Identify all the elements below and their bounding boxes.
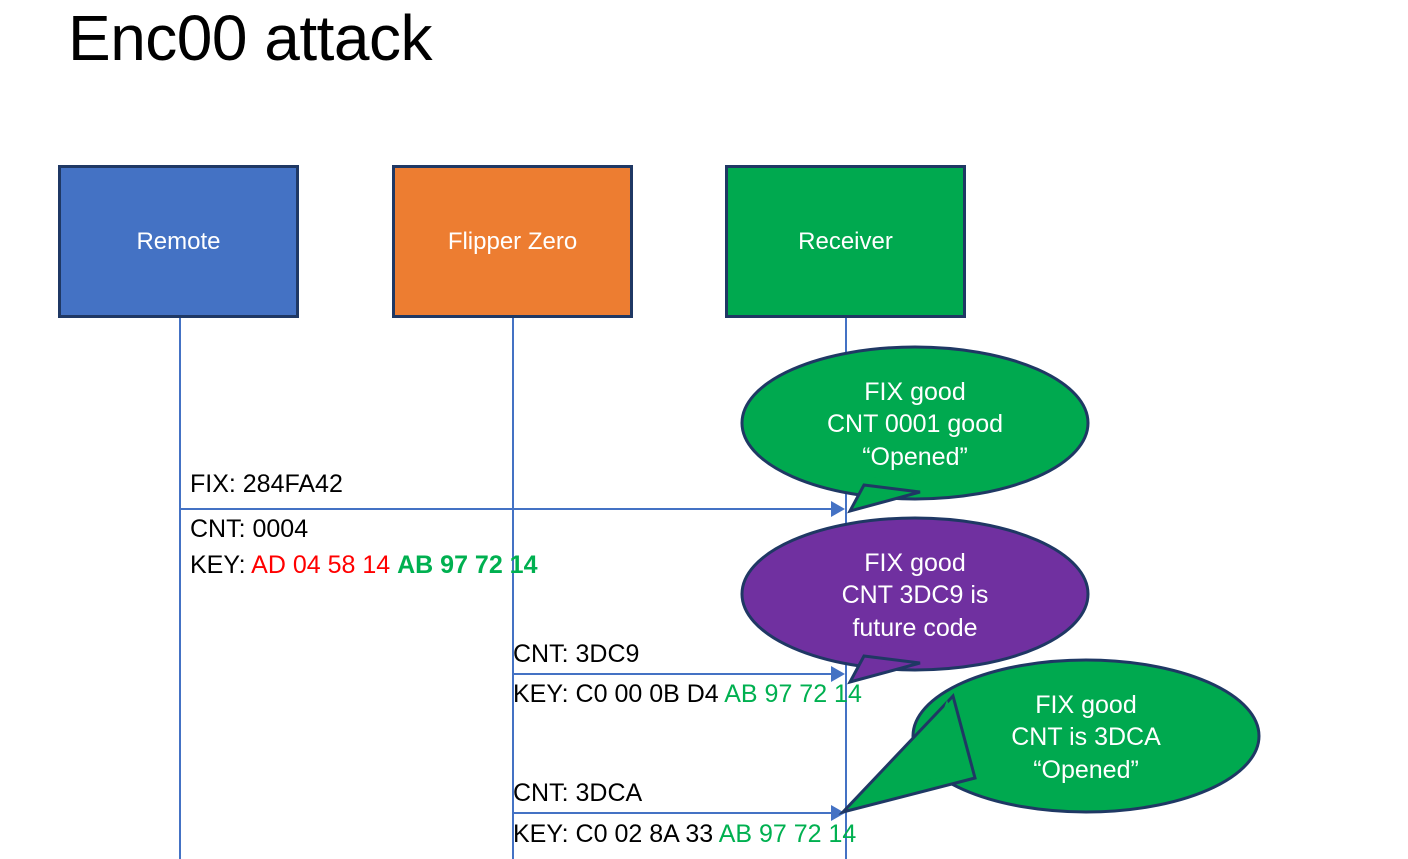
page-title: Enc00 attack	[68, 2, 433, 74]
message-1-cnt-label: CNT: 0004	[190, 515, 309, 543]
callout-1-shape-icon	[740, 345, 1090, 514]
message-3-key-prefix: KEY: C0 02 8A 33	[513, 820, 719, 848]
actor-box-receiver[interactable]: Receiver	[725, 165, 966, 318]
actor-label-remote: Remote	[136, 227, 221, 255]
callout-bubble-3[interactable]: FIX good CNT is 3DCA “Opened”	[838, 658, 1261, 825]
lifeline-remote	[179, 318, 181, 859]
message-arrow-3-line	[513, 812, 832, 814]
message-2-cnt-label: CNT: 3DC9	[513, 640, 640, 668]
callout-2-shape-icon	[740, 516, 1090, 685]
message-3-cnt-label: CNT: 3DCA	[513, 779, 643, 807]
message-1-fix-label: FIX: 284FA42	[190, 470, 343, 498]
message-arrow-3-head-icon	[831, 805, 845, 821]
callout-bubble-1[interactable]: FIX good CNT 0001 good “Opened”	[740, 345, 1090, 514]
callout-bubble-2[interactable]: FIX good CNT 3DC9 is future code	[740, 516, 1090, 685]
message-1-key-green-bytes: AB 97 72 14	[397, 551, 538, 579]
actor-box-flipper-zero[interactable]: Flipper Zero	[392, 165, 633, 318]
message-2-key-label: KEY: C0 00 0B D4 AB 97 72 14	[513, 680, 862, 708]
message-3-key-green-bytes: AB 97 72 14	[718, 820, 857, 848]
actor-box-remote[interactable]: Remote	[58, 165, 299, 318]
callout-3-shape-icon	[838, 658, 1261, 815]
message-2-key-prefix: KEY: C0 00 0B D4	[513, 680, 725, 708]
message-1-key-red-bytes: AD 04 58 14	[251, 551, 391, 579]
message-arrow-1-line	[180, 508, 832, 510]
message-1-key-prefix: KEY:	[190, 551, 252, 579]
message-arrow-2-line	[513, 673, 832, 675]
lifeline-flipper-zero	[512, 318, 514, 859]
message-1-key-label: KEY: AD 04 58 14 AB 97 72 14	[190, 551, 538, 579]
actor-label-flipper-zero: Flipper Zero	[447, 227, 578, 255]
message-2-key-green-bytes: AB 97 72 14	[724, 680, 862, 708]
message-arrow-2-head-icon	[831, 666, 845, 682]
message-3-key-label: KEY: C0 02 8A 33 AB 97 72 14	[513, 820, 856, 848]
actor-label-receiver: Receiver	[798, 227, 893, 255]
message-arrow-1-head-icon	[831, 501, 845, 517]
